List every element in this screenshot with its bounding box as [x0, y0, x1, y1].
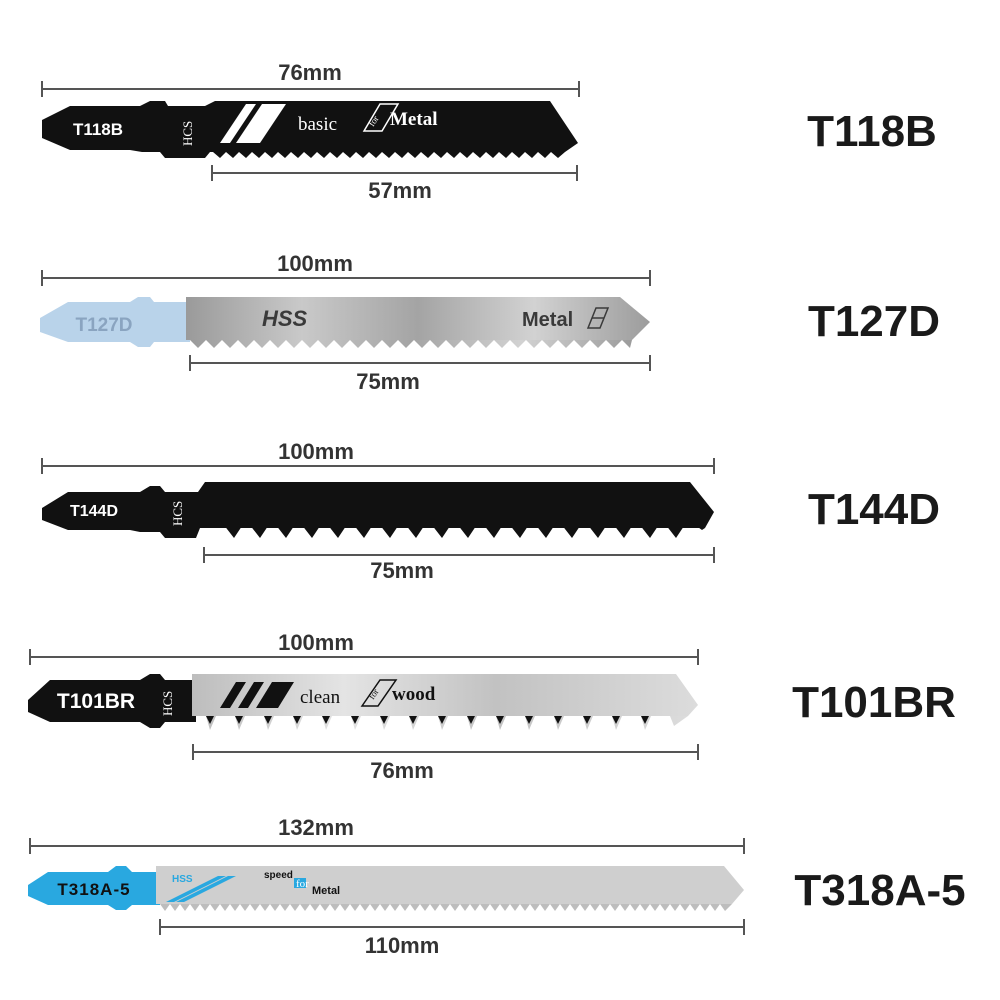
shank-code: T101BR	[57, 690, 135, 713]
cut-length-label: 57mm	[368, 178, 432, 203]
steel-type: HSS	[262, 306, 308, 331]
teeth	[200, 520, 705, 538]
stripe-decoration	[166, 876, 236, 902]
shank-code: T318A-5	[57, 880, 130, 899]
steel-type: HCS	[180, 121, 195, 146]
blade-graphic-t127d: T127D HSS Metal	[40, 270, 651, 371]
cut-length-dimension-line	[211, 165, 578, 181]
shank-code: T127D	[75, 315, 132, 336]
total-length-label: 132mm	[278, 815, 354, 840]
blade-row-t101br: 100mm	[0, 0, 1000, 783]
blade-graphic-t118b: T118B HCS basic for Metal	[41, 81, 580, 181]
blade-row-t144d: 100mm T144D HCS 75mm T144D	[0, 0, 1000, 583]
material-text: wood	[392, 684, 436, 705]
steel-type: HCS	[170, 501, 185, 526]
shank-code: T118B	[73, 120, 123, 139]
total-length-label: 100mm	[278, 439, 354, 464]
for-text: for	[366, 114, 380, 128]
total-length-label: 76mm	[278, 60, 342, 85]
material-text: Metal	[312, 885, 340, 897]
cut-length-label: 76mm	[370, 758, 434, 783]
total-length-dimension-line	[29, 838, 745, 854]
blade-body	[186, 297, 650, 340]
shank	[28, 674, 196, 728]
blade-row-t118b: 76mm T118B HCS basic for Metal 57mm T118…	[0, 0, 1000, 203]
cut-length-dimension-line	[159, 919, 745, 935]
stripe-decoration	[220, 104, 286, 143]
for-badge	[360, 679, 398, 707]
total-length-label: 100mm	[277, 251, 353, 276]
model-title: T127D	[807, 297, 941, 346]
blade-body	[156, 866, 744, 904]
shank	[40, 297, 190, 347]
shank-code: T144D	[70, 503, 118, 520]
total-length-dimension-line	[41, 81, 580, 97]
cut-length-label: 75mm	[356, 369, 420, 394]
for-badge	[294, 878, 306, 888]
material-text: Metal	[390, 109, 437, 130]
total-length-dimension-line	[41, 270, 651, 286]
model-title: T318A-5	[794, 866, 966, 915]
cut-length-dimension-line	[192, 744, 699, 760]
model-title: T101BR	[792, 678, 956, 727]
blade-row-t127d: 100mm T127D HSS Metal	[0, 0, 1000, 394]
teeth	[190, 340, 632, 348]
total-length-label: 100mm	[278, 630, 354, 655]
blade-row-t318a-5: 132mm T318A-5 HSS speed for Metal 110mm …	[0, 0, 1000, 958]
teeth	[213, 152, 565, 158]
blade-graphic-t144d: T144D HCS	[41, 458, 715, 563]
gullet-marks	[206, 716, 649, 724]
cut-length-dimension-line	[203, 547, 715, 563]
steel-type: HSS	[172, 874, 193, 885]
model-title: T118B	[807, 107, 937, 156]
cut-length-label: 75mm	[370, 558, 434, 583]
metal-cube-icon	[586, 307, 610, 329]
shank	[28, 866, 160, 910]
total-length-dimension-line	[41, 458, 715, 474]
blade-body	[42, 101, 578, 158]
series-text: clean	[300, 687, 341, 708]
teeth	[160, 904, 732, 911]
model-title: T144D	[807, 485, 941, 534]
cut-length-label: 110mm	[364, 933, 440, 958]
cut-length-dimension-line	[189, 355, 651, 371]
total-length-dimension-line	[29, 649, 699, 665]
for-badge	[362, 103, 400, 132]
steel-type: HCS	[160, 691, 175, 716]
stripe-decoration	[220, 682, 294, 708]
series-text: speed	[264, 870, 293, 881]
for-text: for	[366, 687, 380, 701]
blade-body	[192, 674, 698, 716]
series-text: basic	[298, 114, 337, 135]
material-text: Metal	[522, 309, 573, 331]
blade-graphic-t101br: T101BR HCS clean for wood	[28, 649, 699, 760]
for-text: for	[296, 878, 309, 890]
